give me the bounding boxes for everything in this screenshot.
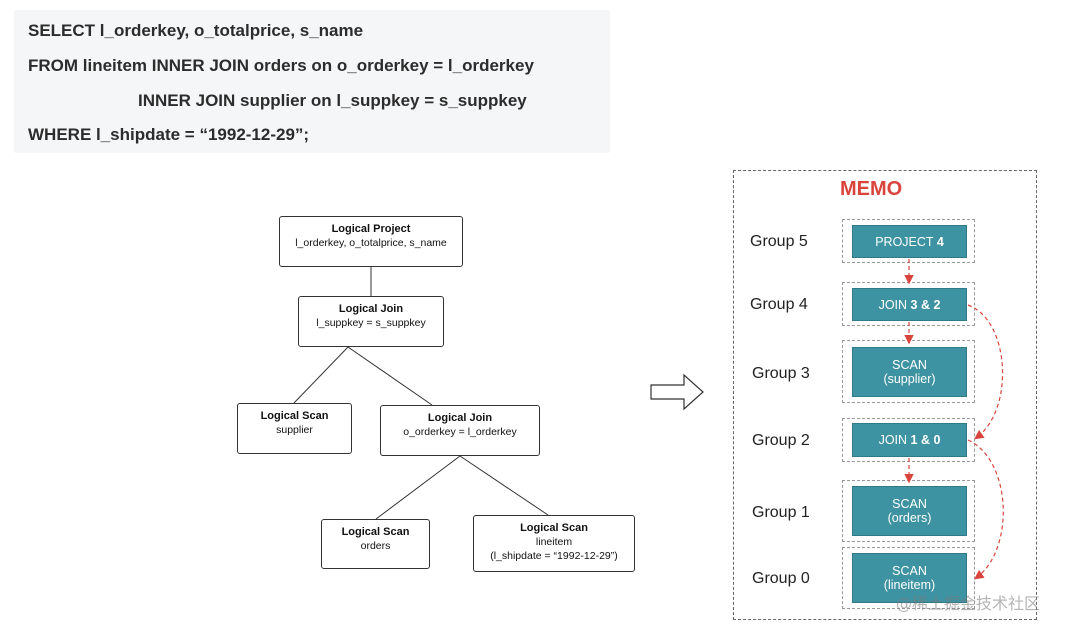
- node-logical-scan-orders: Logical Scan orders: [321, 519, 430, 569]
- node-logical-join-bottom: Logical Join o_orderkey = l_orderkey: [380, 405, 540, 456]
- node-logical-scan-supplier: Logical Scan supplier: [237, 403, 352, 454]
- sql-line-from: FROM lineitem INNER JOIN orders on o_ord…: [28, 56, 534, 75]
- node-detail-predicate: (l_shipdate = “1992-12-29”): [490, 550, 618, 562]
- memo-expr-join-3-2: JOIN 3 & 2: [852, 288, 967, 321]
- node-logical-scan-lineitem: Logical Scan lineitem (l_shipdate = “199…: [473, 515, 635, 572]
- sql-line-join: INNER JOIN supplier on l_suppkey = s_sup…: [138, 91, 527, 110]
- edge-join-join: [347, 346, 433, 406]
- node-detail: l_orderkey, o_totalprice, s_name: [295, 237, 447, 249]
- node-detail: supplier: [276, 424, 313, 436]
- node-logical-join-top: Logical Join l_suppkey = s_suppkey: [298, 296, 444, 347]
- edge-join-scan-lineitem: [459, 455, 549, 516]
- memo-expr-join-1-0: JOIN 1 & 0: [852, 423, 967, 457]
- node-logical-project: Logical Project l_orderkey, o_totalprice…: [279, 216, 463, 267]
- group-label-0: Group 0: [752, 570, 810, 587]
- edge-join-scan-supplier: [293, 346, 349, 404]
- node-title: Logical Scan: [341, 526, 410, 538]
- memo-expr-op: SCAN: [892, 358, 927, 372]
- memo-expr-text: JOIN 1 & 0: [878, 433, 941, 447]
- memo-expr-sub: (lineitem): [883, 578, 936, 592]
- memo-expr-scan-lineitem: SCAN (lineitem): [852, 553, 967, 603]
- node-title: Logical Scan: [520, 522, 588, 534]
- memo-frame: [733, 170, 1037, 620]
- group-label-1: Group 1: [752, 504, 810, 521]
- edge-join-scan-orders: [375, 455, 461, 520]
- node-title: Logical Join: [427, 412, 493, 424]
- memo-expr-text: JOIN 3 & 2: [878, 297, 941, 312]
- memo-expr-sub: (orders): [887, 511, 932, 525]
- node-title: Logical Project: [331, 223, 411, 235]
- watermark: @稀土掘金技术社区: [896, 594, 1041, 613]
- group-label-2: Group 2: [752, 432, 810, 449]
- sql-line-select: SELECT l_orderkey, o_totalprice, s_name: [28, 21, 364, 40]
- node-detail: o_orderkey = l_orderkey: [403, 426, 517, 438]
- group-label-4: Group 4: [750, 296, 808, 313]
- memo-title: MEMO: [840, 178, 903, 200]
- group-label-3: Group 3: [752, 365, 810, 382]
- sql-line-where: WHERE l_shipdate = “1992-12-29”;: [28, 125, 310, 144]
- memo-expr-sub: (supplier): [883, 372, 936, 386]
- node-title: Logical Join: [338, 303, 404, 315]
- sql-query-panel: SELECT l_orderkey, o_totalprice, s_name …: [14, 10, 610, 153]
- node-detail: orders: [360, 540, 391, 552]
- node-detail: l_suppkey = s_suppkey: [316, 317, 426, 329]
- memo-expr-op: SCAN: [892, 497, 927, 511]
- memo-expr-scan-orders: SCAN (orders): [852, 486, 967, 536]
- memo-expr-text: PROJECT 4: [875, 234, 944, 249]
- memo-expr-project: PROJECT 4: [852, 225, 967, 258]
- group-label-5: Group 5: [750, 233, 808, 250]
- node-title: Logical Scan: [260, 410, 329, 422]
- node-detail: lineitem: [535, 536, 573, 548]
- memo-expr-scan-supplier: SCAN (supplier): [852, 347, 967, 397]
- memo-expr-op: SCAN: [892, 564, 927, 578]
